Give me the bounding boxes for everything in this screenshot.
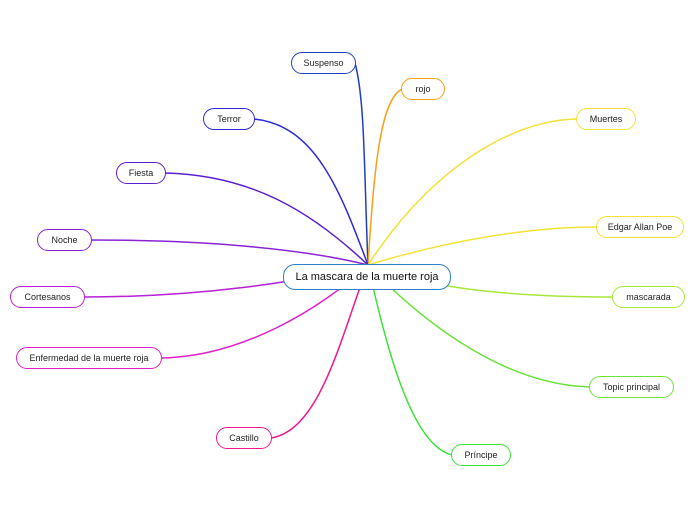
topic-muertes[interactable]: Muertes bbox=[576, 108, 636, 130]
branch-principe bbox=[367, 264, 453, 456]
topic-topic-principal[interactable]: Topic principal bbox=[589, 376, 674, 398]
branch-muertes bbox=[367, 118, 578, 266]
branch-rojo bbox=[367, 88, 403, 266]
topic-rojo[interactable]: rojo bbox=[401, 78, 445, 100]
topic-cortesanos[interactable]: Cortesanos bbox=[10, 286, 85, 308]
central-topic[interactable]: La mascara de la muerte roja bbox=[283, 264, 451, 290]
branch-noche bbox=[90, 239, 369, 266]
branch-edgar-allan-poe bbox=[367, 226, 598, 266]
topic-noche[interactable]: Noche bbox=[37, 229, 92, 251]
branch-suspenso bbox=[354, 62, 369, 266]
topic-mascarada[interactable]: mascarada bbox=[612, 286, 685, 308]
topic-terror[interactable]: Terror bbox=[203, 108, 255, 130]
topic-fiesta[interactable]: Fiesta bbox=[116, 162, 166, 184]
branch-fiesta bbox=[164, 172, 369, 266]
topic-suspenso[interactable]: Suspenso bbox=[291, 52, 356, 74]
branch-castillo bbox=[270, 264, 369, 439]
topic-principe[interactable]: Príncipe bbox=[451, 444, 511, 466]
branch-terror bbox=[253, 118, 369, 266]
topic-edgar-allan-poe[interactable]: Edgar Allan Poe bbox=[596, 216, 684, 238]
topic-enfermedad[interactable]: Enfermedad de la muerte roja bbox=[16, 347, 162, 369]
topic-castillo[interactable]: Castillo bbox=[216, 427, 272, 449]
